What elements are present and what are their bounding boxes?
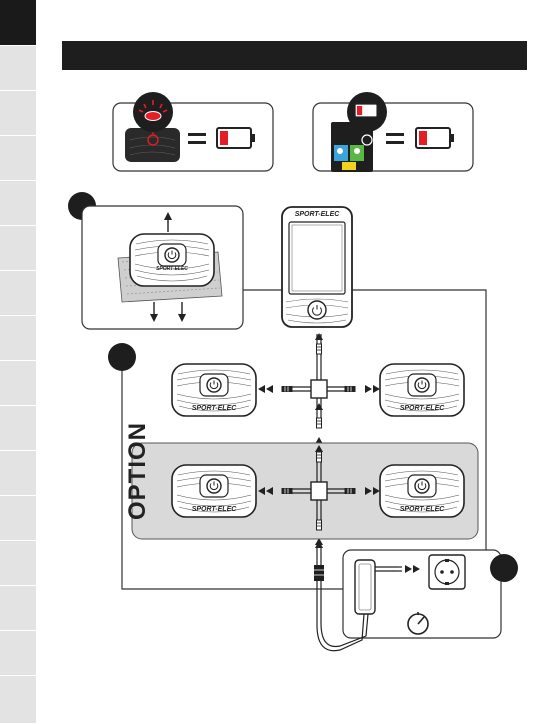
equals-sign [188,133,206,144]
side-tab [0,451,36,496]
diagram-routing-line [121,289,487,590]
charger-cable [316,548,369,652]
side-tab [0,91,36,136]
charger-panel [342,549,502,639]
remote-battery-indicator [312,92,474,172]
timer-icon [407,612,429,635]
electrode-attach-panel [81,205,244,330]
remote-control [281,206,353,328]
battery-low-icon [354,103,381,118]
option-label: OPTION [124,421,151,520]
pod-brand: SPORT-ELEC [156,266,188,272]
pod-brand: SPORT-ELEC [400,506,446,513]
pod-brand: SPORT-ELEC [192,506,238,513]
side-index-tabs [0,0,36,724]
side-tab [0,676,36,724]
blinking-led-icon [138,100,168,121]
side-tab-active [0,0,36,46]
equals-sign [386,133,404,144]
side-tab [0,631,36,676]
pod-brand: SPORT-ELEC [192,405,238,412]
remote-brand: SPORT-ELEC [295,211,341,218]
section-header-bar [62,41,527,70]
side-tab [0,181,36,226]
side-tab [0,136,36,181]
side-tab [0,541,36,586]
step-marker-2 [108,343,136,371]
side-tab [0,406,36,451]
side-tab [0,46,36,91]
step-marker-3 [490,554,518,582]
charger-plug [314,565,324,581]
side-tab [0,496,36,541]
side-tab [0,316,36,361]
pod-battery-indicator [112,92,274,172]
pod-brand: SPORT-ELEC [400,405,446,412]
battery-low-icon [415,127,455,149]
side-tab [0,586,36,631]
side-tab [0,226,36,271]
side-tab [0,271,36,316]
side-tab [0,361,36,406]
wall-socket-icon [428,554,466,590]
battery-low-icon [216,127,256,149]
